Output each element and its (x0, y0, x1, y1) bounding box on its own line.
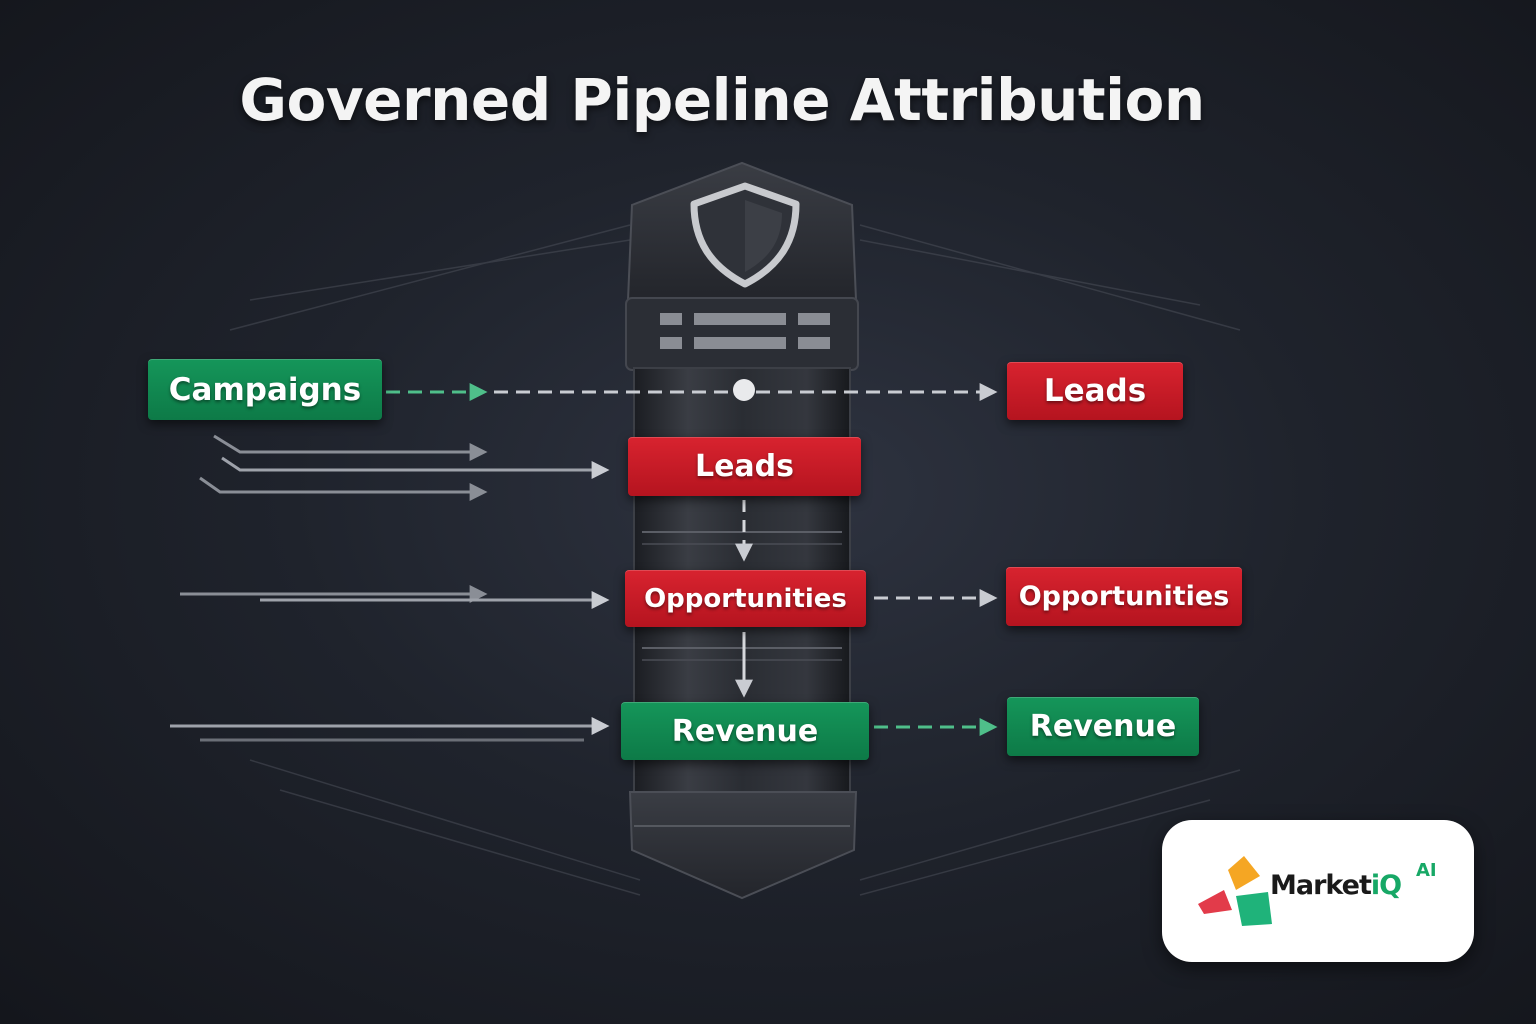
logo-card: MarketiQ AI (1162, 820, 1474, 962)
leads-center-node: Leads (628, 437, 861, 496)
logo-brand-accent: iQ (1370, 870, 1402, 901)
page-title: Governed Pipeline Attribution (239, 66, 1205, 134)
revenue-center-node: Revenue (621, 702, 869, 760)
campaigns-node: Campaigns (148, 359, 382, 420)
campaigns-flow (386, 379, 998, 401)
shield-icon (690, 182, 800, 288)
revenue-right-node: Revenue (1007, 697, 1199, 756)
logo-brand: Market (1270, 870, 1372, 901)
outgoing-arrows (874, 589, 998, 736)
leads-right-node: Leads (1007, 362, 1183, 420)
incoming-arrows (170, 434, 610, 742)
logo-superscript: AI (1416, 860, 1437, 881)
logo-wordmark: MarketiQ (1270, 870, 1402, 901)
logo-mark-icon (1198, 856, 1272, 926)
background-lines (229, 224, 1241, 896)
opportunities-right-node: Opportunities (1006, 567, 1242, 626)
opportunities-center-node: Opportunities (625, 570, 866, 627)
